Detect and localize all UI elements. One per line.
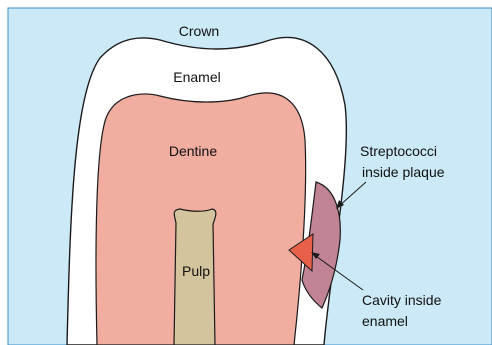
- plaque-label-line1: Streptococci: [360, 143, 437, 159]
- pulp-label: Pulp: [182, 263, 210, 279]
- cavity-label-line1: Cavity inside: [362, 292, 442, 308]
- cavity-label-line2: enamel: [362, 313, 408, 329]
- crown-label: Crown: [179, 23, 219, 39]
- plaque-label-line2: inside plaque: [362, 164, 445, 180]
- dentine-label: Dentine: [169, 143, 217, 159]
- enamel-label: Enamel: [173, 69, 220, 85]
